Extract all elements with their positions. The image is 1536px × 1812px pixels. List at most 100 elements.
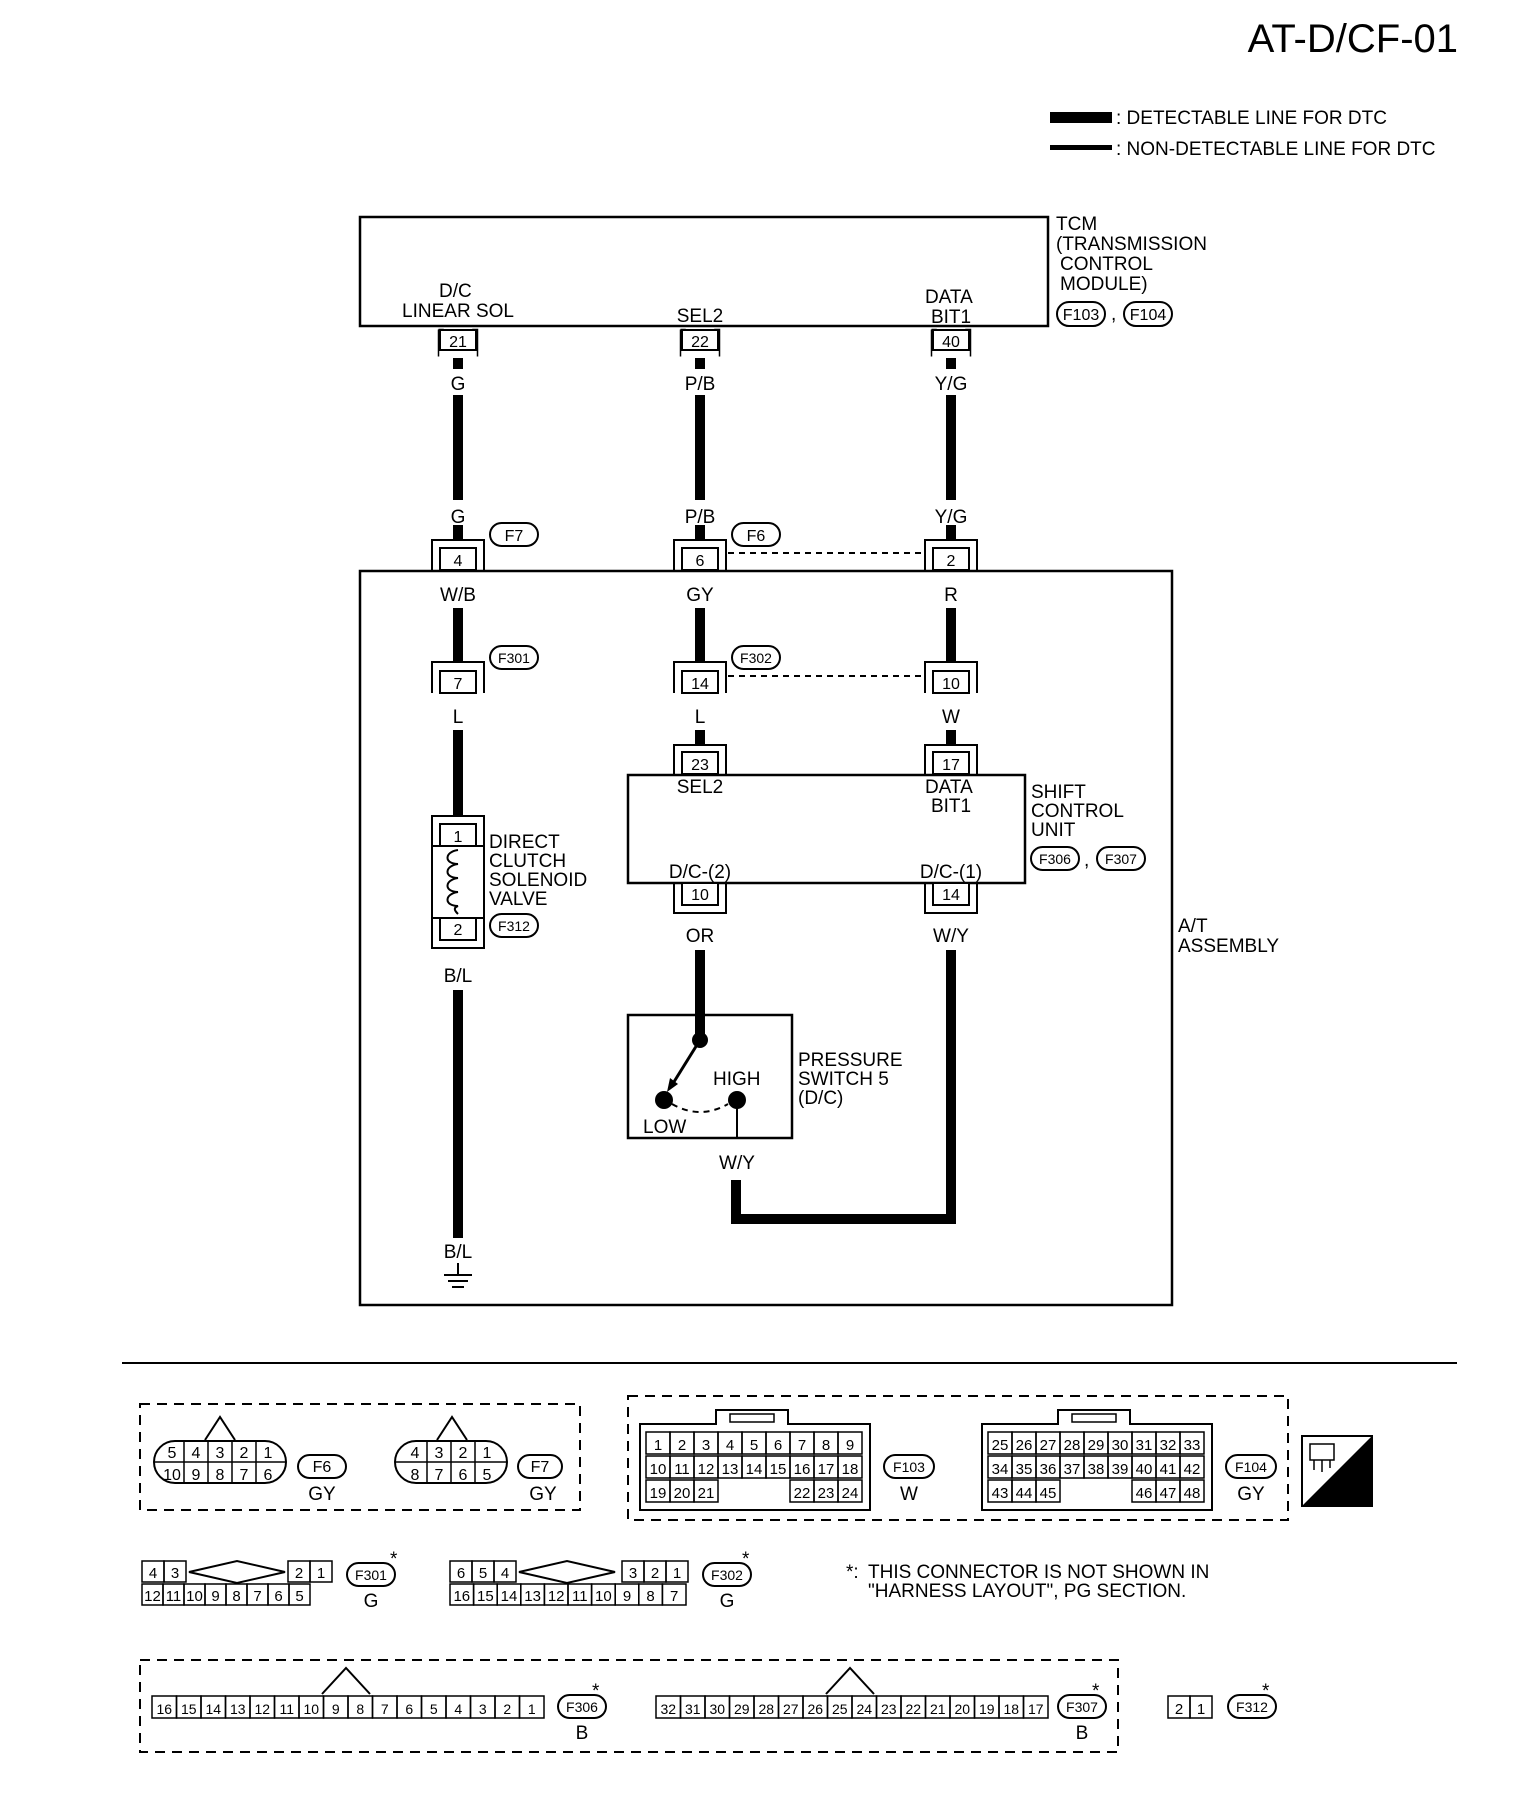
svg-text:8: 8 — [822, 1437, 830, 1454]
svg-text:9: 9 — [332, 1701, 340, 1717]
svg-text:W: W — [900, 1484, 918, 1505]
connector-cavity: 31 — [1131, 1431, 1157, 1455]
svg-text:*: * — [592, 1681, 600, 1702]
svg-text:F307: F307 — [1066, 1699, 1098, 1715]
connector-cavity: 13 — [224, 1695, 251, 1719]
svg-text:15: 15 — [181, 1701, 197, 1717]
connector-cavity: 4 — [493, 1560, 517, 1583]
connector-cavity: 10 — [163, 1467, 181, 1484]
wire-color-wb: W/B — [440, 585, 476, 606]
svg-text:17: 17 — [942, 757, 960, 774]
connector-cavity: 7 — [789, 1431, 815, 1455]
connector-cavity: 17 — [1022, 1695, 1049, 1719]
wire-color-wy-switch: W/Y — [719, 1153, 755, 1174]
svg-text:17: 17 — [818, 1461, 835, 1478]
svg-text:31: 31 — [1136, 1437, 1153, 1454]
wire-color-g-f7: G — [451, 507, 466, 528]
wire-color-pb-f6: P/B — [685, 507, 716, 528]
svg-text:30: 30 — [709, 1701, 725, 1717]
wire-color-l-mid: L — [695, 707, 706, 728]
svg-text:45: 45 — [1040, 1485, 1057, 1502]
svg-text:,: , — [1084, 850, 1089, 871]
svg-text:7: 7 — [670, 1588, 678, 1605]
svg-text:11: 11 — [572, 1588, 588, 1605]
wire-color-r: R — [944, 585, 958, 606]
svg-text:21: 21 — [449, 334, 467, 351]
svg-text:6: 6 — [696, 553, 705, 570]
svg-text:6: 6 — [405, 1701, 413, 1717]
svg-text:13: 13 — [524, 1588, 541, 1605]
connector-cavity: 4 — [411, 1445, 420, 1462]
connector-cavity: 15 — [765, 1455, 791, 1479]
diagram-title: AT-D/CF-01 — [1248, 17, 1458, 61]
connector-cavity: 7 — [246, 1583, 269, 1606]
connector-cavity: 1 — [1189, 1695, 1213, 1719]
tcm-pin-name-dc-linear-sol: D/C LINEAR SOL — [402, 281, 514, 322]
svg-text:26: 26 — [807, 1701, 823, 1717]
svg-text:8: 8 — [232, 1588, 240, 1605]
tcm-pin-name-data-bit1: DATA BIT1 — [925, 287, 977, 328]
svg-text:26: 26 — [1016, 1437, 1033, 1454]
svg-text:20: 20 — [954, 1701, 970, 1717]
at-assembly-box — [358, 569, 1174, 1307]
joint-connector-f7: 4 F7 — [431, 522, 539, 571]
svg-text:F306: F306 — [566, 1699, 598, 1715]
svg-text:4: 4 — [454, 1701, 462, 1717]
svg-text:9: 9 — [211, 1588, 219, 1605]
svg-text:14: 14 — [942, 887, 960, 904]
pressure-switch-low-label: LOW — [643, 1117, 686, 1138]
svg-text:41: 41 — [1160, 1461, 1177, 1478]
svg-text:12: 12 — [144, 1588, 161, 1605]
wire-color-wy-right: W/Y — [933, 926, 969, 947]
svg-text:43: 43 — [992, 1485, 1009, 1502]
svg-text:6: 6 — [457, 1565, 465, 1582]
svg-text:B: B — [1076, 1723, 1089, 1744]
connector-cavity: 1 — [645, 1431, 671, 1455]
connector-cavity: 5 — [471, 1560, 495, 1583]
coil-icon — [446, 849, 459, 915]
connector-cavity: 1 — [264, 1445, 273, 1462]
svg-text:3: 3 — [702, 1437, 710, 1454]
svg-text:13: 13 — [230, 1701, 246, 1717]
joint-connector-f302: 14 10 F302 — [673, 645, 978, 694]
svg-text:23: 23 — [881, 1701, 897, 1717]
tcm-pin-40: 40 — [930, 328, 972, 358]
connector-cavity: 2 — [1167, 1695, 1191, 1719]
connector-cavity: 12 — [141, 1583, 164, 1606]
connector-cavity: 16 — [449, 1583, 475, 1606]
pressure-switch-label: PRESSURE SWITCH 5 (D/C) — [798, 1050, 908, 1109]
joint-connector-f6: 6 2 F6 — [673, 522, 978, 571]
connector-cavity: 2 — [240, 1445, 249, 1462]
connector-cavity: 23 — [813, 1479, 839, 1503]
svg-text:5: 5 — [295, 1588, 303, 1605]
svg-text:1: 1 — [528, 1701, 536, 1717]
svg-text:5: 5 — [430, 1701, 438, 1717]
wire-color-l-left: L — [453, 707, 464, 728]
svg-text:3: 3 — [171, 1565, 179, 1582]
connector-cavity: 21 — [693, 1479, 719, 1503]
svg-text:27: 27 — [783, 1701, 799, 1717]
legend-non-detectable-text: : NON-DETECTABLE LINE FOR DTC — [1116, 139, 1436, 160]
svg-text:7: 7 — [253, 1588, 261, 1605]
svg-text:18: 18 — [1003, 1701, 1019, 1717]
connector-cavity: 46 — [1131, 1479, 1157, 1503]
shift-control-unit: 23 17 SEL2 DATA BIT1 D/C-(2) D/C-(1) 10 … — [626, 744, 1146, 914]
svg-text:30: 30 — [1112, 1437, 1129, 1454]
connector-cavity: 44 — [1011, 1479, 1037, 1503]
svg-text:46: 46 — [1136, 1485, 1153, 1502]
connector-cavity: 9 — [614, 1583, 640, 1606]
svg-text:15: 15 — [477, 1588, 494, 1605]
wire-color-yg-top: Y/G — [935, 374, 968, 395]
svg-text:G: G — [720, 1591, 735, 1612]
connector-cavity: 24 — [837, 1479, 863, 1503]
connector-cavity: 3 — [693, 1431, 719, 1455]
svg-text:2: 2 — [295, 1565, 303, 1582]
tcm-module: TCM (TRANSMISSION CONTROL MODULE) F103 ,… — [358, 214, 1207, 328]
connector-cavity: 10 — [298, 1695, 325, 1719]
scu-pin-name-dc1: D/C-(1) — [920, 862, 982, 883]
